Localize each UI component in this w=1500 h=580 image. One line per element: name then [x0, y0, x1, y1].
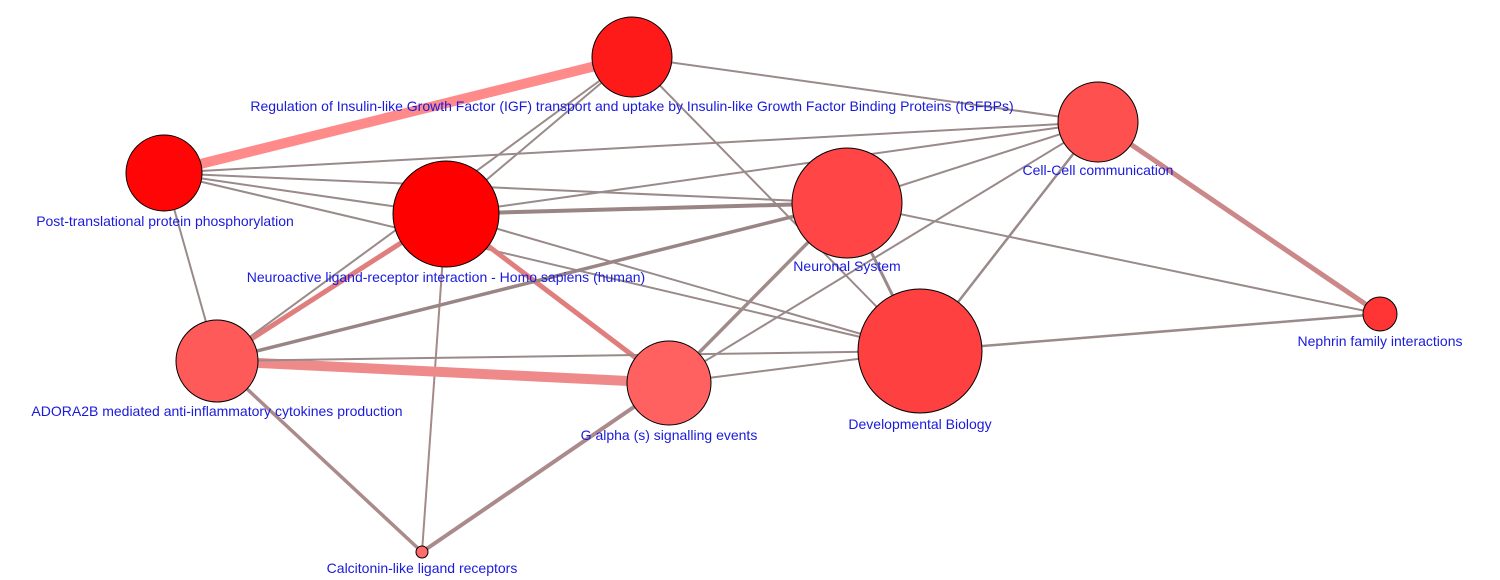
node-layer [125, 16, 1398, 559]
node-clr[interactable] [415, 545, 429, 559]
node-label-ns: Neuronal System [793, 258, 900, 274]
edge-ccc-nfi [1096, 119, 1382, 317]
edge-nlri-ccc [445, 121, 1099, 215]
edge-ptpp-ccc [163, 121, 1099, 174]
edge-ptpp-ns [163, 172, 848, 204]
edge-adora-clr [215, 359, 424, 554]
edge-adora-gas [216, 356, 670, 388]
node-igf[interactable] [591, 16, 673, 98]
edge-nlri-clr [421, 213, 447, 553]
edge-adora-db [216, 350, 921, 362]
edge-ns-adora [216, 201, 848, 363]
edge-nlri-ns [445, 201, 848, 216]
edge-igf-ptpp [162, 52, 634, 178]
node-label-ccc: Cell-Cell communication [1023, 162, 1174, 178]
node-nlri[interactable] [392, 160, 500, 268]
edge-ccc-gas [668, 121, 1099, 384]
edge-db-nfi [919, 312, 1381, 353]
node-gas[interactable] [626, 340, 712, 426]
label-layer: Regulation of Insulin-like Growth Factor… [31, 98, 1462, 576]
node-label-nlri: Neuroactive ligand-receptor interaction … [247, 269, 645, 285]
node-label-clr: Calcitonin-like ligand receptors [327, 560, 518, 576]
node-adora[interactable] [175, 319, 259, 403]
edge-gas-clr [420, 381, 671, 554]
edge-igf-ccc [631, 56, 1099, 123]
node-ptpp[interactable] [125, 134, 203, 212]
node-label-igf: Regulation of Insulin-like Growth Factor… [250, 98, 1013, 114]
node-label-db: Developmental Biology [848, 416, 991, 432]
edge-ptpp-db [163, 172, 921, 352]
edge-nlri-db [445, 213, 921, 352]
node-ccc[interactable] [1057, 81, 1139, 163]
node-ns[interactable] [791, 147, 903, 259]
edge-layer [162, 52, 1382, 554]
node-nfi[interactable] [1362, 296, 1398, 332]
node-label-nfi: Nephrin family interactions [1298, 333, 1463, 349]
node-label-adora: ADORA2B mediated anti-inflammatory cytok… [31, 403, 402, 419]
node-label-gas: G alpha (s) signalling events [581, 427, 758, 443]
node-db[interactable] [857, 288, 983, 414]
node-label-ptpp: Post-translational protein phosphorylati… [36, 213, 294, 229]
